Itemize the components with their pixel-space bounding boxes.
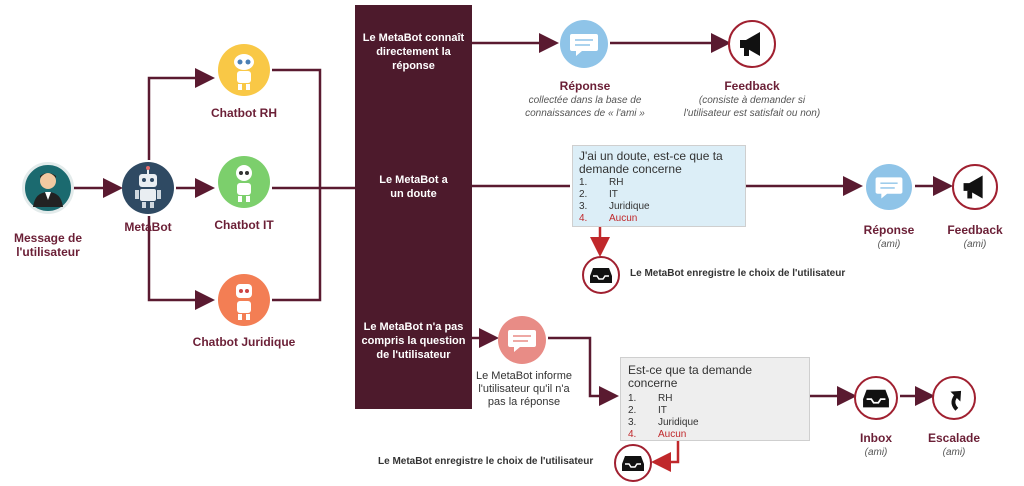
robot-icon <box>236 165 252 202</box>
reponse-bubble-1 <box>560 20 608 68</box>
option-item[interactable]: 4.Aucun <box>628 429 687 440</box>
chatbot-rh-label: Chatbot RH <box>211 106 277 120</box>
doubt-question-box: J'ai un doute, est-ce que ta demande con… <box>572 145 746 227</box>
escalate-arrow-icon <box>950 390 962 411</box>
doubt-options-list: 1.RH 2.IT 3.Juridique 4.Aucun <box>579 177 739 225</box>
feedback-2 <box>952 164 998 210</box>
decision-panel <box>355 5 472 409</box>
speech-bubble-icon <box>570 34 598 56</box>
speech-bubble-icon <box>875 177 903 199</box>
not-understood-options-list: 1.RH 2.IT 3.Juridique 4.Aucun <box>628 393 802 441</box>
inform-bubble <box>498 316 546 364</box>
option-item[interactable]: 2.IT <box>579 189 618 200</box>
robot-icon <box>234 54 254 90</box>
option-item[interactable]: 3.Juridique <box>579 201 650 212</box>
metabot-label: MetaBot <box>124 220 172 234</box>
user-avatar-icon <box>33 173 63 207</box>
inbox-label: Inbox(ami) <box>860 431 892 459</box>
record-choice-note-2: Le MetaBot enregistre le choix de l'util… <box>378 456 594 467</box>
record-choice-note-1: Le MetaBot enregistre le choix de l'util… <box>630 268 846 279</box>
speech-bubble-icon <box>508 330 536 352</box>
inbox-node <box>854 376 898 420</box>
robot-icon <box>236 284 252 320</box>
not-understood-question-box: Est-ce que ta demande concerne 1.RH 2.IT… <box>620 357 810 441</box>
feedback-1 <box>728 20 776 68</box>
reponse-2-label: Réponse(ami) <box>863 223 915 251</box>
chatbot-rh-node <box>218 44 270 96</box>
robot-icon <box>135 166 161 208</box>
feedback-2-label: Feedback(ami) <box>947 223 1003 251</box>
inbox-record-1 <box>582 256 620 294</box>
megaphone-icon <box>963 175 983 199</box>
user-avatar <box>22 162 74 214</box>
escalade-label: Escalade(ami) <box>927 431 981 459</box>
inbox-record-2 <box>614 444 652 482</box>
metabot-node <box>122 162 174 214</box>
option-item[interactable]: 2.IT <box>628 405 667 416</box>
chatbot-it-node <box>218 156 270 208</box>
inbox-tray-icon <box>590 268 612 283</box>
option-item[interactable]: 4.Aucun <box>579 213 638 224</box>
megaphone-icon <box>740 32 760 56</box>
option-item[interactable]: 3.Juridique <box>628 417 699 428</box>
escalade-node <box>932 376 976 420</box>
reponse-bubble-2 <box>866 164 912 210</box>
option-item[interactable]: 1.RH <box>579 177 624 188</box>
chatbot-juridique-label: Chatbot Juridique <box>192 335 296 349</box>
inbox-tray-icon <box>622 456 644 471</box>
chatbot-it-label: Chatbot IT <box>214 218 274 232</box>
inbox-tray-icon <box>863 389 889 408</box>
chatbot-juridique-node <box>218 274 270 326</box>
option-item[interactable]: 1.RH <box>628 393 673 404</box>
